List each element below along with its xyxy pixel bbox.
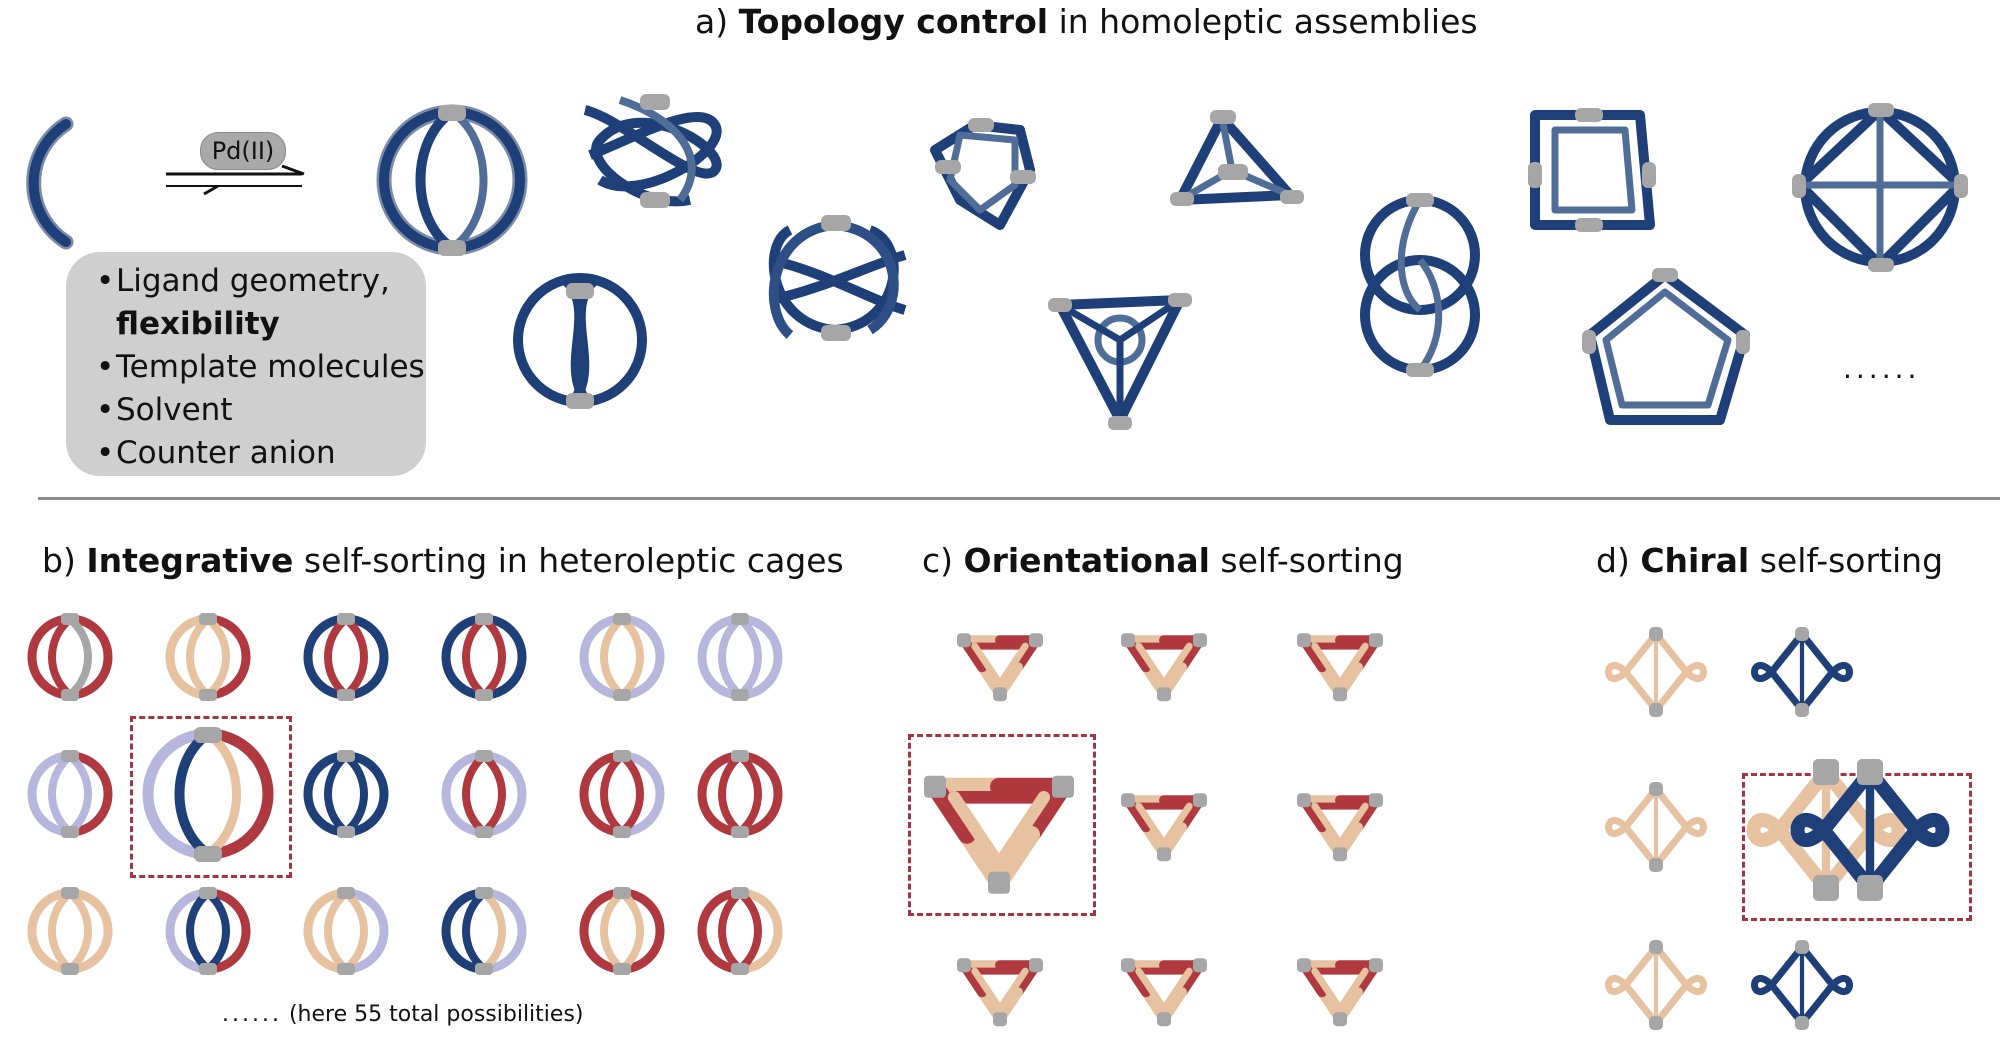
condition-item: •Ligand geometry, (96, 263, 390, 299)
orientational-cage-icon (1297, 793, 1383, 862)
orientational-cage-icon (1297, 633, 1383, 702)
condition-item: •Solvent (96, 392, 233, 428)
heteroleptic-cage-icon (697, 613, 783, 701)
panel-b-footnote: ...... (here 55 total possibilities) (222, 1002, 584, 1027)
condition-text-bold: flexibility (116, 306, 280, 342)
conditions-list: •Ligand geometry, flexibility •Template … (96, 260, 425, 475)
panel-d-title-rest: self-sorting (1759, 541, 1944, 580)
heteroleptic-cage-icon (579, 750, 665, 838)
panel-a-title-bold: Topology control (738, 2, 1049, 41)
panel-b-title-bold: Integrative (86, 541, 294, 580)
panel-b-prefix: b) (42, 541, 76, 580)
panel-a-prefix: a) (695, 2, 729, 41)
heteroleptic-cage-icon (165, 613, 251, 701)
heteroleptic-cage-icon (303, 887, 389, 975)
cage-topology-1-icon (376, 104, 528, 256)
highlight-box-orientational (908, 734, 1096, 916)
panel-b-title-rest: self-sorting in heteroleptic cages (303, 541, 844, 580)
heteroleptic-cage-icon (697, 887, 783, 975)
orientational-cage-icon (1297, 958, 1383, 1027)
heteroleptic-cage-icon (579, 887, 665, 975)
cage-topology-11-icon (1792, 103, 1968, 272)
panel-c-title-bold: Orientational (963, 541, 1210, 580)
heteroleptic-cage-icon (303, 750, 389, 838)
cage-topology-5-icon (930, 118, 1036, 230)
heteroleptic-cage-icon (697, 750, 783, 838)
condition-text: Template molecules (116, 349, 425, 385)
condition-text: Ligand geometry, (116, 263, 390, 299)
heteroleptic-cage-icon (27, 887, 113, 975)
panel-c-prefix: c) (922, 541, 954, 580)
conditions-box: •Ligand geometry, flexibility •Template … (66, 252, 426, 476)
condition-text: Solvent (116, 392, 233, 428)
highlighted-orientational-cage-icon (924, 775, 1074, 894)
orientational-cage-icon (1121, 958, 1207, 1027)
chiral-cage-icon (1605, 782, 1707, 872)
condition-text: Counter anion (116, 435, 336, 471)
panel-d-title-bold: Chiral (1640, 541, 1750, 580)
section-divider (38, 497, 2000, 500)
highlighted-chiral-cage-icon (1790, 759, 1950, 901)
cage-topology-8-icon (1360, 193, 1480, 377)
cage-topology-6-icon (1170, 110, 1304, 206)
panel-c-title: c) Orientational self-sorting (922, 541, 1404, 580)
cage-topology-7-icon (1048, 293, 1192, 430)
condition-item: flexibility (96, 303, 425, 346)
heteroleptic-cage-icon (27, 750, 113, 838)
highlighted-chiral-cage-icon (1746, 759, 1906, 901)
cage-topology-10-icon (1582, 268, 1750, 425)
more-topologies-ellipsis: ...... (1843, 352, 1921, 385)
equilibrium-arrow-icon (166, 164, 305, 196)
heteroleptic-cage-icon (303, 613, 389, 701)
heteroleptic-cage-grid (27, 613, 783, 975)
cage-topology-4-icon (768, 215, 907, 341)
highlight-box-integrative (130, 716, 292, 878)
chiral-cage-icon (1751, 940, 1853, 1030)
panel-a-title-rest: in homoleptic assemblies (1058, 2, 1478, 41)
highlighted-heteroleptic-cage-icon (142, 727, 274, 862)
orientational-cage-icon (957, 633, 1043, 702)
heteroleptic-cage-icon (165, 887, 251, 975)
condition-item: •Template molecules (96, 349, 425, 385)
pd-reagent-label: Pd(II) (200, 132, 286, 170)
chiral-cage-icon (1751, 627, 1853, 717)
heteroleptic-cage-icon (441, 887, 527, 975)
panel-d-prefix: d) (1596, 541, 1630, 580)
chiral-cage-grid (1605, 627, 1950, 1030)
heteroleptic-cage-icon (579, 613, 665, 701)
cage-topology-3-icon (513, 273, 647, 409)
condition-item: •Counter anion (96, 435, 336, 471)
panel-a-title: a) Topology control in homoleptic assemb… (695, 2, 1478, 41)
orientational-cage-icon (1121, 633, 1207, 702)
orientational-cage-icon (1121, 793, 1207, 862)
heteroleptic-cage-icon (441, 750, 527, 838)
cage-topology-9-icon (1528, 108, 1656, 232)
panel-d-title: d) Chiral self-sorting (1596, 541, 1943, 580)
panel-b-title: b) Integrative self-sorting in heterolep… (42, 541, 844, 580)
footnote-text: (here 55 total possibilities) (288, 1002, 584, 1027)
footnote-ellipsis: ...... (222, 1002, 282, 1027)
panel-c-title-rest: self-sorting (1220, 541, 1404, 580)
orientational-cage-grid (924, 633, 1383, 1027)
heteroleptic-cage-icon (441, 613, 527, 701)
chiral-cage-icon (1605, 627, 1707, 717)
cage-topology-2-icon (583, 94, 722, 208)
heteroleptic-cage-icon (27, 613, 113, 701)
orientational-cage-icon (957, 958, 1043, 1027)
chiral-cage-icon (1605, 940, 1707, 1030)
